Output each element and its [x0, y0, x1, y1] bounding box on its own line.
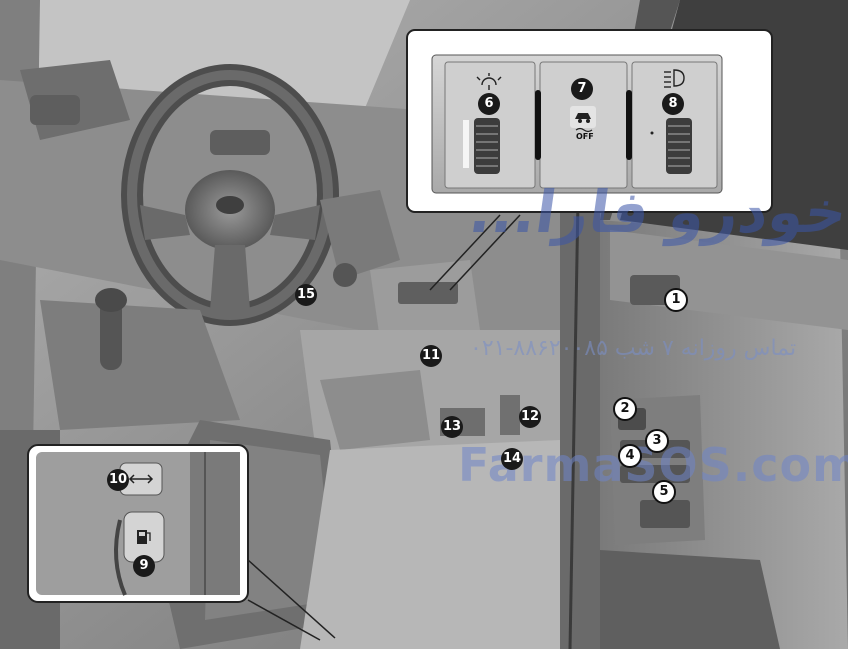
callout-3: 3	[645, 429, 669, 453]
brightness-thumbwheel	[474, 118, 500, 174]
fuel-pump-icon	[137, 530, 151, 544]
switch-panel-inset	[406, 29, 773, 213]
headlight-leveling-icon	[664, 69, 685, 88]
watermark-persian: ...مداد خودرو فارا	[465, 178, 848, 246]
callout-9: 9	[133, 555, 155, 577]
callout-15: 15	[295, 284, 317, 306]
callout-10: 10	[107, 469, 129, 491]
instrument-illumination-icon	[476, 73, 502, 90]
dash-switch-group	[398, 282, 458, 304]
callout-6: 6	[478, 93, 500, 115]
air-vent	[210, 130, 270, 155]
callout-8: 8	[662, 93, 684, 115]
gear-shift-lever	[100, 300, 122, 370]
esc-off-button-icon	[570, 106, 596, 133]
esc-off-label: OFF	[576, 132, 594, 141]
callout-11: 11	[420, 345, 442, 367]
callout-5: 5	[652, 480, 676, 504]
headlight-leveling-thumbwheel	[666, 118, 692, 174]
steering-wheel	[121, 64, 339, 326]
callout-1: 1	[664, 288, 688, 312]
callout-13: 13	[441, 416, 463, 438]
callout-2: 2	[613, 397, 637, 421]
air-vent	[30, 95, 80, 125]
callout-14: 14	[501, 448, 523, 470]
callout-7: 7	[571, 78, 593, 100]
fuel-door-inset	[27, 444, 249, 603]
callout-4: 4	[618, 444, 642, 468]
watermark-phone: ۰۲۱-۸۸۶۲۰۰۸۵ تماس روزانه ۷ شب	[470, 336, 797, 361]
ignition-switch	[333, 263, 357, 287]
callout-12: 12	[519, 406, 541, 428]
